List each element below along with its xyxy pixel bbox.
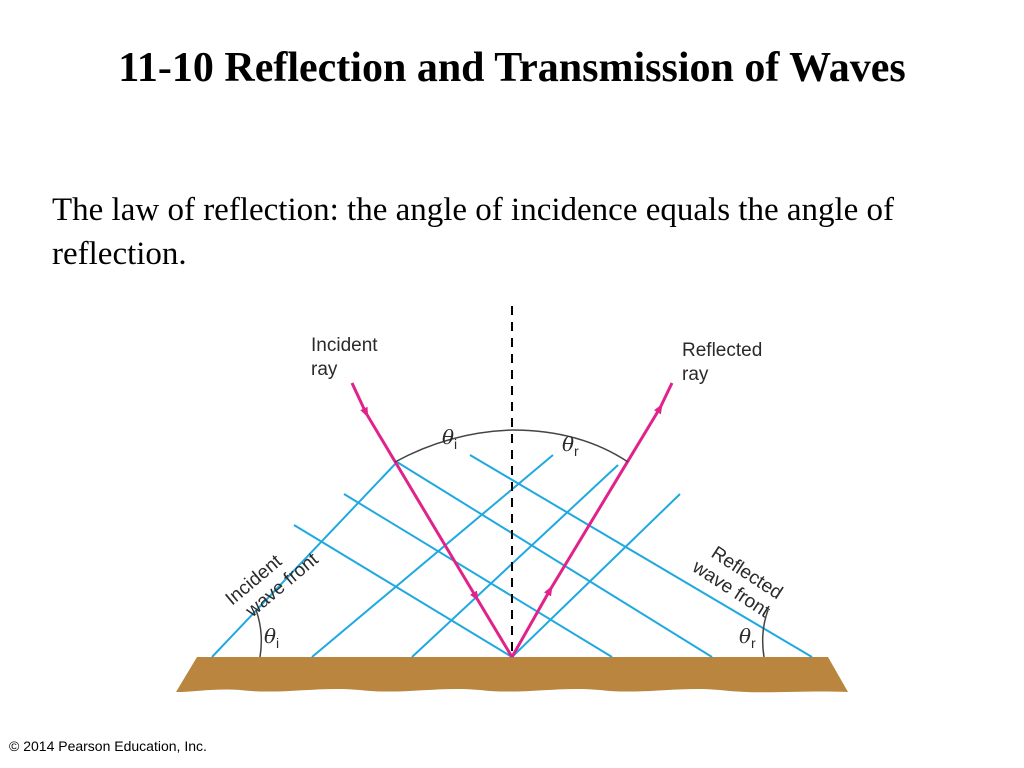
incidence-angle-arc bbox=[394, 429, 513, 463]
copyright-notice: © 2014 Pearson Education, Inc. bbox=[9, 738, 207, 754]
incident-ray bbox=[350, 382, 514, 658]
reflected-ray-middle-segment bbox=[548, 403, 663, 591]
incident-wave-front-line bbox=[511, 493, 681, 658]
incident-wave-front-line bbox=[211, 461, 398, 658]
reflecting-surface bbox=[176, 657, 848, 693]
incident-wave-front-label: Incident wave front bbox=[222, 532, 323, 627]
incident-ray-upper-segment bbox=[350, 382, 369, 418]
slide-body-text: The law of reflection: the angle of inci… bbox=[52, 192, 895, 272]
reflected-ray-label: Reflected ray bbox=[682, 340, 768, 385]
incident-ray-middle-segment bbox=[364, 412, 479, 602]
reflected-ray-upper-segment bbox=[658, 382, 674, 409]
reflected-wave-fronts bbox=[293, 454, 813, 658]
reflected-wave-front-label: Reflected wave front bbox=[688, 538, 791, 626]
incident-wave-front-line bbox=[311, 454, 554, 658]
theta-r-bottom-label: θr bbox=[739, 624, 756, 651]
slide-title: 11-10 Reflection and Transmission of Wav… bbox=[118, 45, 906, 91]
theta-r-top-label: θr bbox=[562, 432, 579, 459]
reflected-wave-front-angle-arc bbox=[761, 609, 769, 658]
incident-wave-front-line bbox=[411, 464, 619, 658]
incident-ray-lower-segment bbox=[474, 596, 514, 658]
theta-i-bottom-label: θi bbox=[264, 624, 279, 651]
reflected-ray bbox=[510, 382, 674, 658]
reflected-wave-front-line bbox=[469, 454, 813, 658]
reflected-wave-front-line bbox=[396, 461, 713, 658]
incident-wave-front-angle-arc bbox=[255, 609, 263, 658]
incident-ray-label: Incident ray bbox=[311, 335, 383, 380]
reflected-wave-front-line bbox=[343, 493, 613, 658]
reflected-wave-front-line bbox=[293, 524, 513, 658]
reflected-ray-lower-segment bbox=[510, 585, 553, 658]
angle-arcs bbox=[255, 429, 769, 658]
theta-i-top-label: θi bbox=[442, 425, 457, 452]
reflection-angle-arc bbox=[511, 429, 629, 463]
